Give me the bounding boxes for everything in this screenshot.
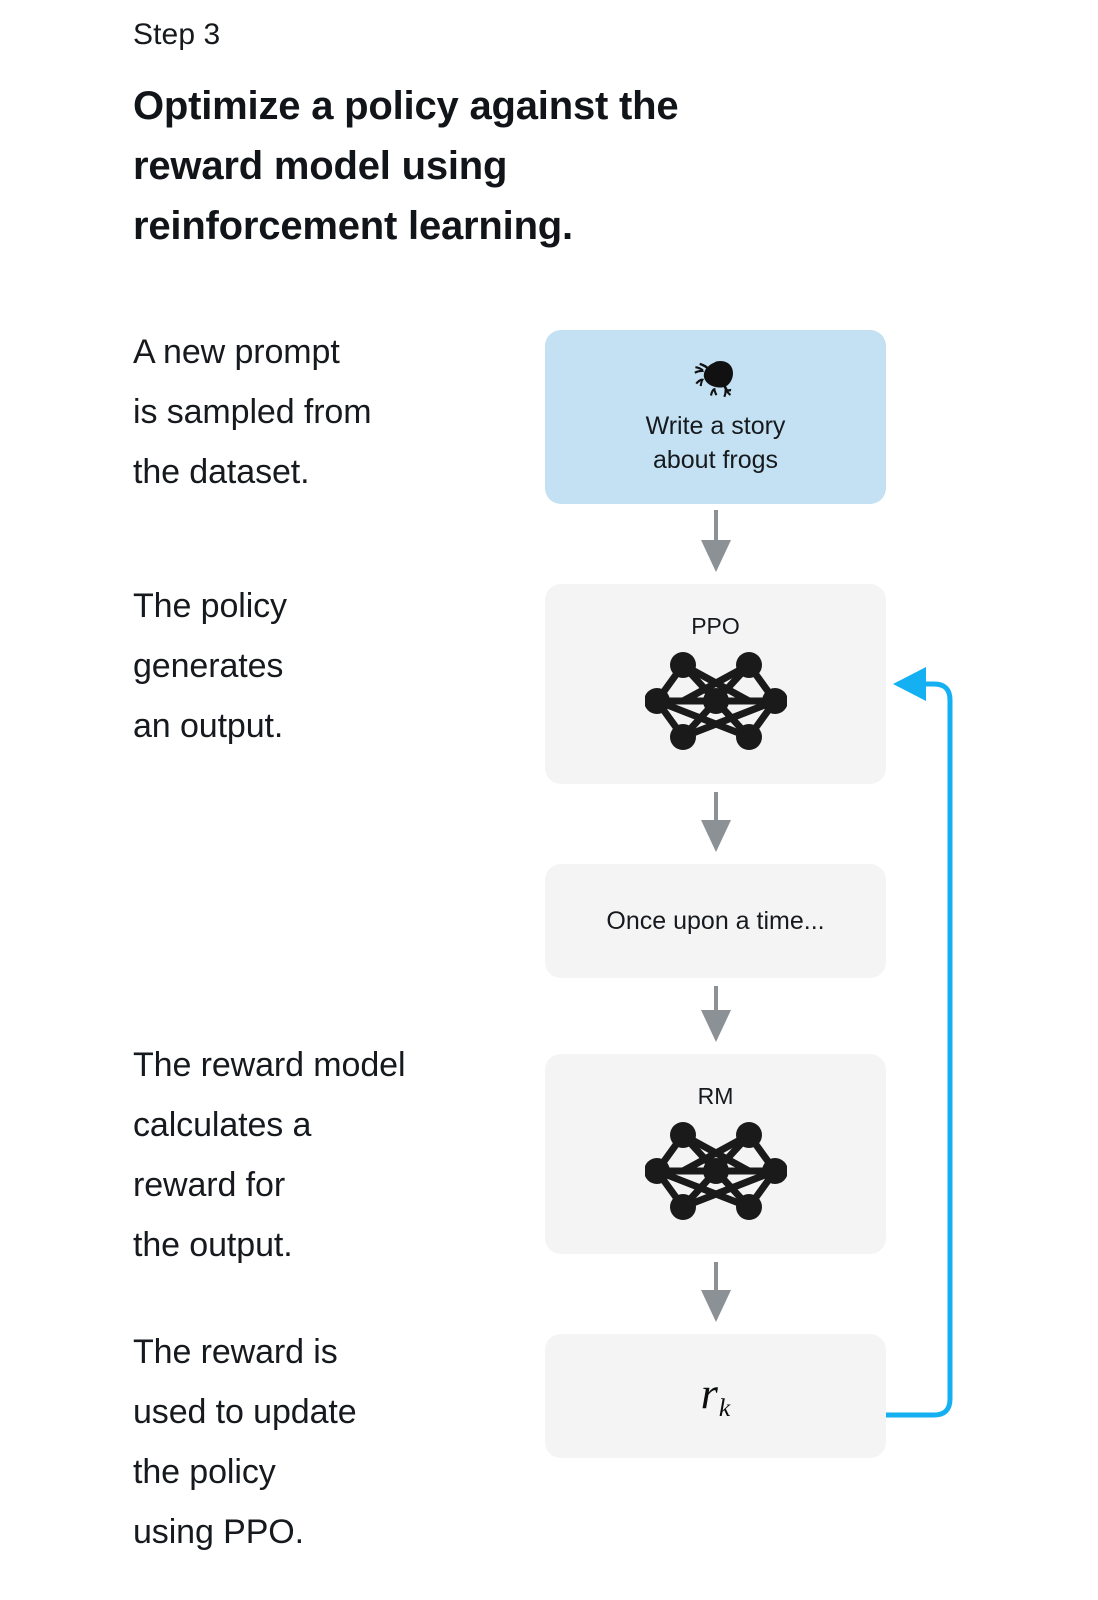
reward-symbol-subscript: k [718,1392,731,1422]
model-output-text: Once upon a time... [606,907,825,935]
prompt-line: Write a story [645,412,786,440]
model-output-card[interactable]: Once upon a time... [545,864,886,978]
page-title: Optimize a policy against the reward mod… [133,84,679,248]
arrow-prompt-to-policy [701,510,731,572]
annotation-line: The reward is [133,1333,338,1371]
annotation-line: using PPO. [133,1513,304,1551]
annotation-line: The policy [133,587,287,625]
reward-model-label: RM [697,1083,734,1109]
arrow-output-to-reward-model [701,986,731,1042]
prompt-card[interactable]: Write a story about frogs [545,330,886,504]
annotation-line: generates [133,647,284,685]
annotation-line: The reward model [133,1046,406,1084]
annotation-line: the output. [133,1226,293,1264]
prompt-card-text: Write a story about frogs [646,409,786,477]
annotation-prompt-sampled: A new prompt is sampled from the dataset… [133,322,553,502]
annotation-reward-updates-policy: The reward is used to update the policy … [133,1322,553,1562]
annotation-line: used to update [133,1393,357,1431]
policy-model-card[interactable]: PPO [545,584,886,784]
annotation-reward-model-calculates: The reward model calculates a reward for… [133,1035,553,1275]
annotation-line: the policy [133,1453,276,1491]
step-label: Step 3 [133,18,221,51]
annotation-line: calculates a [133,1106,312,1144]
reward-symbol: rk [700,1368,731,1422]
reward-value-card[interactable]: rk [545,1334,886,1458]
arrow-reward-feedback-to-policy [883,667,953,1418]
arrow-reward-model-to-reward [701,1262,731,1322]
prompt-line: about frogs [652,446,779,474]
annotation-policy-generates: The policy generates an output. [133,576,553,756]
neural-network-icon [644,1122,787,1220]
reward-symbol-base: r [700,1368,718,1418]
frog-icon [693,361,733,398]
annotation-line: A new prompt [133,333,340,371]
annotation-line: reward for [133,1166,286,1204]
annotation-line: the dataset. [133,453,310,491]
policy-model-label: PPO [691,613,740,639]
annotation-line: an output. [133,707,284,745]
annotation-line: is sampled from [133,393,372,431]
arrow-policy-to-output [701,792,731,852]
neural-network-icon [644,652,787,750]
reward-model-card[interactable]: RM [545,1054,886,1254]
